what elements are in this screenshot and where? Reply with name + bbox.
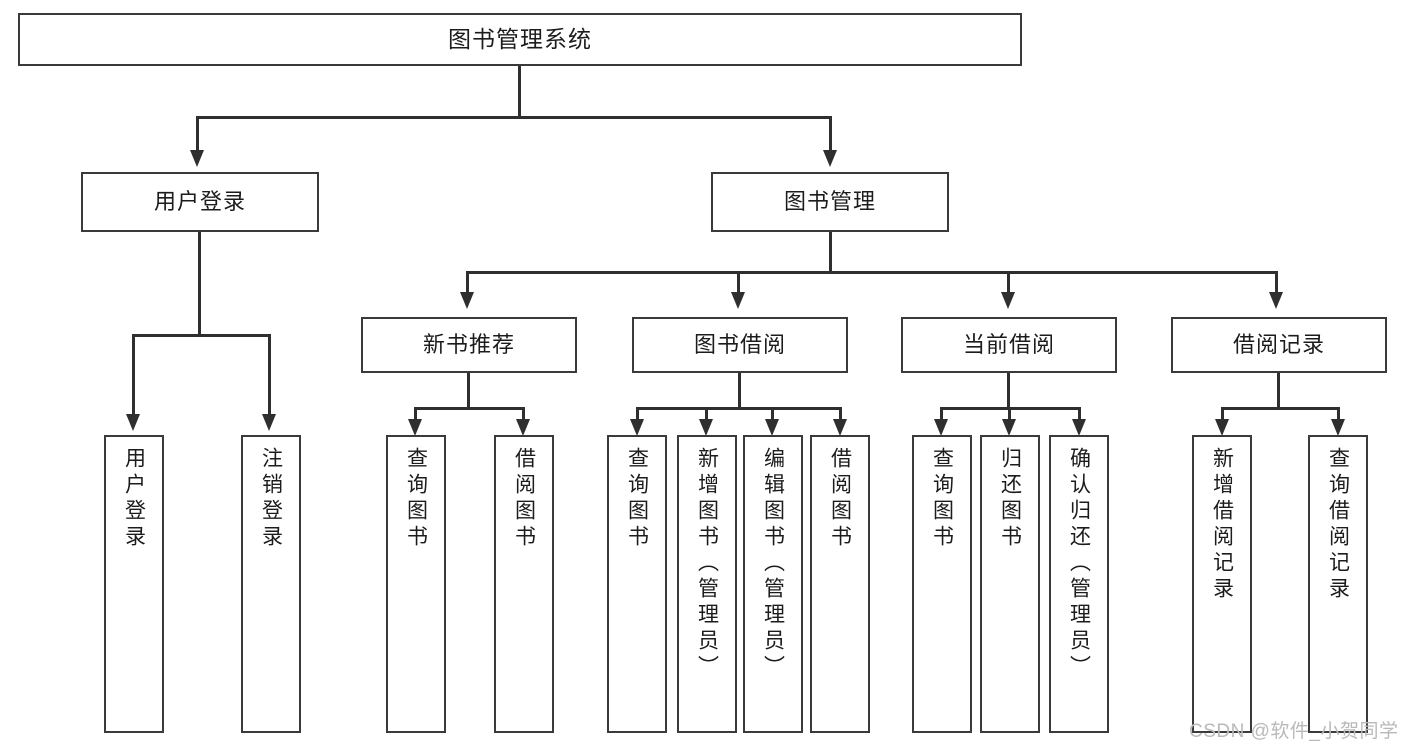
arrowhead-book-borrow [731,292,745,309]
connector-book-borrow-drop-2 [705,407,708,422]
connector-user-login-bus [132,334,271,337]
connector-user-login-stem [198,232,201,336]
arrowhead-book-manage [823,150,837,167]
node-leaf-query-book-3[interactable]: 查询图书 [912,435,972,733]
connector-current-borrow-stem [1007,373,1010,410]
node-label: 用户登录 [122,447,146,551]
arrowhead-leaf-confirm-return [1072,419,1086,436]
node-label: 注销登录 [259,447,283,551]
node-new-book-recommend[interactable]: 新书推荐 [361,317,577,373]
connector-root-to-book-manage [829,116,832,154]
node-label: 借阅记录 [1232,331,1325,357]
node-leaf-query-record[interactable]: 查询借阅记录 [1308,435,1368,733]
node-leaf-query-book-1[interactable]: 查询图书 [386,435,446,733]
node-leaf-edit-book[interactable]: 编辑图书（管理员） [743,435,803,733]
arrowhead-leaf-edit-book [765,419,779,436]
node-label: 编辑图书（管理员） [761,447,785,681]
arrowhead-leaf-query-book-2 [630,419,644,436]
node-label: 查询图书 [930,447,954,551]
node-book-borrow[interactable]: 图书借阅 [632,317,848,373]
arrowhead-leaf-borrow-book-2 [833,419,847,436]
connector-borrow-record-drop-2 [1337,407,1340,422]
node-label: 新增借阅记录 [1210,447,1234,603]
connector-book-manage-drop-1 [466,271,469,296]
connector-new-book-recommend-drop-1 [414,407,417,422]
node-borrow-record[interactable]: 借阅记录 [1171,317,1387,373]
node-label: 归还图书 [998,447,1022,551]
arrowhead-leaf-query-book-1 [408,419,422,436]
node-book-manage[interactable]: 图书管理 [711,172,949,232]
node-current-borrow[interactable]: 当前借阅 [901,317,1117,373]
node-label: 图书管理系统 [448,25,592,52]
node-label: 新书推荐 [422,331,515,357]
node-leaf-confirm-return[interactable]: 确认归还（管理员） [1049,435,1109,733]
connector-new-book-recommend-drop-2 [522,407,525,422]
arrowhead-leaf-borrow-book-1 [516,419,530,436]
node-label: 用户登录 [153,188,246,214]
node-label: 新增图书（管理员） [695,447,719,681]
connector-user-login-drop-2 [268,334,271,418]
arrowhead-new-book-recommend [460,292,474,309]
node-label: 查询借阅记录 [1326,447,1350,603]
node-leaf-return-book[interactable]: 归还图书 [980,435,1040,733]
connector-user-login-drop-1 [132,334,135,418]
connector-root-bus [196,116,832,119]
connector-new-book-recommend-bus [414,407,525,410]
arrowhead-leaf-query-book-3 [934,419,948,436]
node-label: 确认归还（管理员） [1067,447,1091,681]
connector-new-book-recommend-stem [467,373,470,410]
arrowhead-leaf-return-book [1002,419,1016,436]
node-leaf-query-book-2[interactable]: 查询图书 [607,435,667,733]
node-label: 借阅图书 [512,447,536,551]
connector-current-borrow-drop-3 [1078,407,1081,422]
connector-current-borrow-drop-1 [940,407,943,422]
node-label: 图书管理 [783,188,876,214]
connector-book-manage-drop-3 [1007,271,1010,296]
connector-borrow-record-stem [1277,373,1280,410]
node-label: 借阅图书 [828,447,852,551]
arrowhead-borrow-record [1269,292,1283,309]
connector-book-manage-stem [829,232,832,273]
connector-current-borrow-drop-2 [1008,407,1011,422]
arrowhead-leaf-user-login [126,414,140,431]
node-leaf-add-record[interactable]: 新增借阅记录 [1192,435,1252,733]
node-label: 查询图书 [625,447,649,551]
node-root-system[interactable]: 图书管理系统 [18,13,1022,66]
node-leaf-user-login[interactable]: 用户登录 [104,435,164,733]
connector-borrow-record-bus [1221,407,1340,410]
connector-book-borrow-drop-1 [636,407,639,422]
connector-book-manage-drop-2 [737,271,740,296]
arrowhead-leaf-query-record [1331,419,1345,436]
arrowhead-user-login [190,150,204,167]
node-leaf-borrow-book-2[interactable]: 借阅图书 [810,435,870,733]
connector-root-stem [518,66,521,117]
connector-borrow-record-drop-1 [1221,407,1224,422]
connector-book-borrow-stem [738,373,741,410]
connector-book-borrow-drop-4 [839,407,842,422]
arrowhead-leaf-user-logout [262,414,276,431]
connector-book-borrow-bus [636,407,842,410]
connector-root-to-user-login [196,116,199,154]
csdn-watermark: CSDN @软件_小贺同学 [1189,721,1399,742]
node-label: 图书借阅 [693,331,786,357]
node-leaf-user-logout[interactable]: 注销登录 [241,435,301,733]
arrowhead-current-borrow [1001,292,1015,309]
arrowhead-leaf-add-record [1215,419,1229,436]
node-leaf-add-book[interactable]: 新增图书（管理员） [677,435,737,733]
node-leaf-borrow-book-1[interactable]: 借阅图书 [494,435,554,733]
arrowhead-leaf-add-book [699,419,713,436]
connector-book-manage-bus [466,271,1278,274]
node-label: 当前借阅 [962,331,1055,357]
connector-book-borrow-drop-3 [771,407,774,422]
node-user-login[interactable]: 用户登录 [81,172,319,232]
connector-book-manage-drop-4 [1275,271,1278,296]
node-label: 查询图书 [404,447,428,551]
